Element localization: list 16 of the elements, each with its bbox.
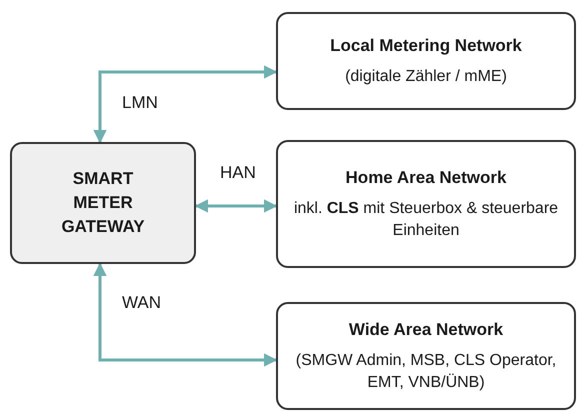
network-description: inkl. CLS mit Steuerbox & steuerbare Einheiten: [292, 199, 560, 241]
connector-arrow: [194, 199, 278, 213]
network-box: [276, 12, 576, 110]
network-title: Local Metering Network: [330, 35, 522, 57]
edge-label: HAN: [218, 164, 258, 181]
gateway-title: SMART METER GATEWAY: [60, 168, 146, 238]
network-description: (digitale Zähler / mME): [344, 67, 508, 87]
connector-arrow: [93, 262, 278, 367]
gateway-box: [10, 142, 196, 264]
network-box: [276, 140, 576, 268]
network-title: Home Area Network: [346, 167, 506, 189]
network-box: [276, 302, 576, 410]
edge-label: LMN: [120, 94, 160, 111]
network-title: Wide Area Network: [348, 319, 504, 341]
connector-arrow: [93, 65, 278, 144]
network-description: (SMGW Admin, MSB, CLS Operator, EMT, VNB/ÜNB): [294, 351, 558, 393]
